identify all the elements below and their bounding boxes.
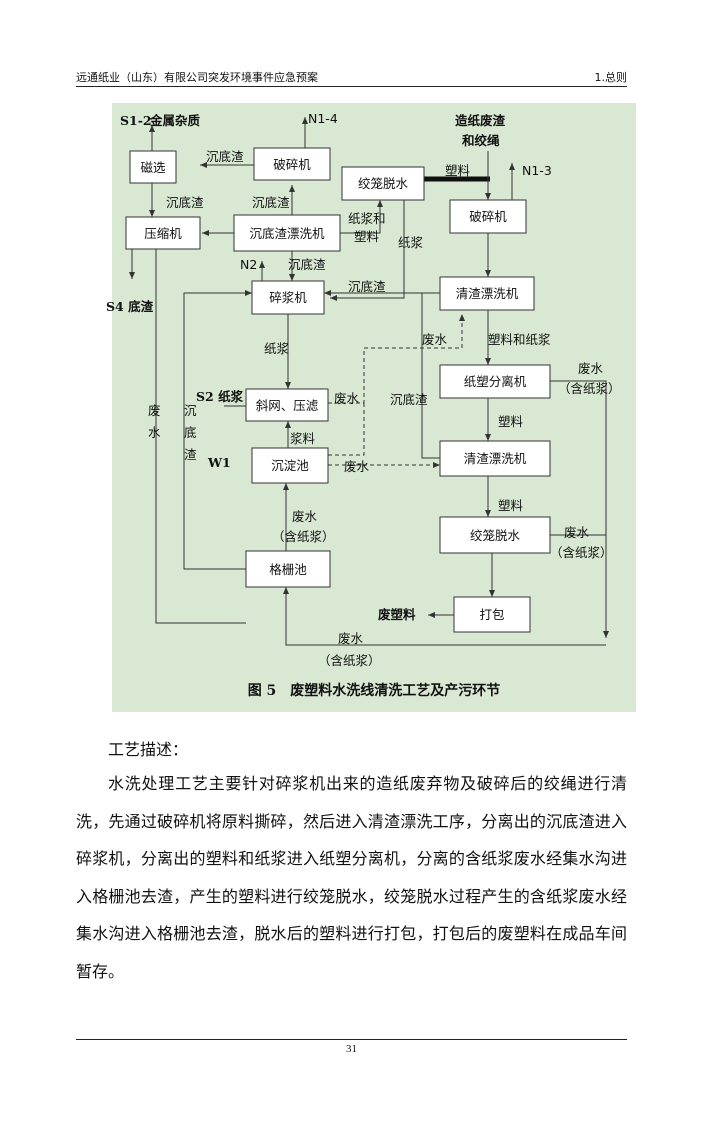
- label-metal-impurities: 金属杂质: [149, 113, 201, 128]
- box-sedimentation-tank: [251, 447, 329, 484]
- label-plastic-1: 塑料: [445, 163, 471, 178]
- box-slag-rinser-bottom: [439, 440, 551, 477]
- arrow-grille-sediment-to-pulper: [183, 290, 252, 570]
- description-paragraph: 水洗处理工艺主要针对碎浆机出来的造纸废弃物及破碎后的绞绳进行清洗，先通过破碎机将…: [76, 774, 627, 981]
- box-cage-dewater-bottom: [439, 516, 551, 554]
- header-title: 远通纸业（山东）有限公司突发环境事件应急预案: [76, 71, 318, 84]
- figure-caption: 图 5 废塑料水洗线清洗工艺及产污环节: [248, 682, 501, 699]
- label-n2: N2: [240, 257, 257, 272]
- footer-divider: [76, 1039, 627, 1040]
- box-baling: [453, 596, 531, 633]
- text-sediment-rinser: 沉底渣漂洗机: [249, 226, 325, 241]
- header-section: 1.总则: [594, 71, 628, 84]
- arrow-cage-pulp-to-pulper: [330, 200, 405, 301]
- label-s1-2: S1-2: [120, 113, 152, 128]
- label-n1-4: N1-4: [308, 111, 338, 126]
- dashed-wastewater-1: [328, 314, 465, 404]
- label-with-pulp-2: （含纸浆）: [272, 529, 335, 544]
- text-paper-plastic-sep: 纸塑分离机: [464, 374, 527, 389]
- label-waste-v2: 水: [148, 425, 161, 440]
- text-crusher-right: 破碎机: [469, 209, 507, 224]
- text-cage-dewater-top: 绞笼脱水: [358, 176, 409, 191]
- label-wastewater-3: 废水: [334, 391, 360, 406]
- box-grille-tank: [245, 550, 331, 588]
- text-compressor: 压缩机: [144, 226, 182, 241]
- label-plastic-2: 塑料: [498, 414, 524, 429]
- label-sediment-2: 沉底渣: [166, 195, 204, 210]
- label-sediment-5: 沉底渣: [348, 279, 386, 294]
- label-wastewater-2: 废水: [578, 361, 604, 376]
- process-flow-diagram: 磁选 破碎机 绞笼脱水 压缩机 沉底渣漂洗机 破碎机 碎浆机 清渣漂洗机 纸塑分…: [106, 111, 621, 699]
- text-crusher-top: 破碎机: [273, 157, 311, 172]
- label-with-pulp-1: （含纸浆）: [558, 381, 621, 396]
- label-pulp-plastic-2: 塑料: [354, 229, 380, 244]
- label-waste-residue-1: 造纸废渣: [455, 113, 506, 128]
- box-crusher-right: [449, 199, 527, 234]
- text-screen-press: 斜网、压滤: [256, 398, 319, 413]
- text-slag-rinser-top: 清渣漂洗机: [456, 286, 519, 301]
- arrow-rinser-to-cage: [340, 200, 383, 234]
- label-w1: W1: [207, 455, 231, 470]
- label-waste-v1: 废: [148, 403, 161, 418]
- label-wastewater-4: 废水: [344, 459, 370, 474]
- label-sed-v2: 底: [184, 425, 197, 440]
- process-flow-figure: 磁选 破碎机 绞笼脱水 压缩机 沉底渣漂洗机 破碎机 碎浆机 清渣漂洗机 纸塑分…: [106, 103, 636, 712]
- box-paper-plastic-sep: [439, 364, 551, 399]
- text-baling: 打包: [479, 607, 504, 622]
- label-sediment-3: 沉底渣: [252, 195, 290, 210]
- description-title: 工艺描述：: [108, 740, 189, 759]
- box-slag-rinser-top: [439, 276, 535, 311]
- label-wastewater-5: 废水: [292, 509, 318, 524]
- label-wastewater-1: 废水: [422, 332, 448, 347]
- text-magnetic-sep: 磁选: [140, 160, 166, 175]
- dashed-wastewater-3: [328, 403, 365, 456]
- line-sediment-loop: [421, 293, 440, 459]
- label-waste-plastic: 废塑料: [378, 607, 416, 622]
- arrow-return-to-grille: [283, 587, 606, 646]
- box-sediment-rinser: [233, 214, 341, 252]
- label-wastewater-7: 废水: [338, 631, 364, 646]
- label-bottom-slag: S4 底渣: [106, 299, 154, 314]
- header-divider: [76, 86, 627, 87]
- label-plastic-3: 塑料: [498, 498, 524, 513]
- box-screen-press: [245, 388, 329, 422]
- box-cage-dewater-top: [341, 166, 425, 201]
- text-slag-rinser-bottom: 清渣漂洗机: [464, 451, 527, 466]
- text-cage-dewater-bottom: 绞笼脱水: [470, 528, 521, 543]
- label-pulp-plastic-1: 纸浆和: [348, 211, 386, 226]
- label-slurry: 浆料: [290, 431, 316, 446]
- label-pulp-1: 纸浆: [398, 235, 424, 250]
- box-magnetic-sep: [129, 150, 177, 184]
- label-s2-pulp: S2 纸浆: [196, 389, 244, 404]
- label-plastic-and-pulp: 塑料和纸浆: [488, 332, 551, 347]
- box-pulper: [251, 280, 325, 315]
- label-pulp-2: 纸浆: [264, 341, 290, 356]
- label-sed-v3: 渣: [184, 447, 197, 462]
- label-with-pulp-3: （含纸浆）: [550, 545, 613, 560]
- box-compressor: [125, 216, 201, 250]
- label-n1-3: N1-3: [522, 163, 552, 178]
- label-sediment-6: 沉底渣: [390, 392, 428, 407]
- box-crusher-top: [253, 147, 331, 181]
- line-compressor-wastewater: [155, 249, 246, 624]
- label-wastewater-6: 废水: [564, 525, 590, 540]
- label-sediment-4: 沉底渣: [288, 257, 326, 272]
- line-sep-wastewater: [550, 380, 609, 638]
- label-waste-residue-2: 和绞绳: [461, 133, 500, 148]
- label-sed-v1: 沉: [184, 403, 197, 418]
- text-grille-tank: 格栅池: [269, 562, 307, 577]
- text-sedimentation-tank: 沉淀池: [271, 458, 309, 473]
- text-pulper: 碎浆机: [269, 290, 307, 305]
- label-sediment-1: 沉底渣: [206, 149, 244, 164]
- page-number: 31: [346, 1043, 357, 1055]
- label-with-pulp-4: （含纸浆）: [318, 653, 381, 668]
